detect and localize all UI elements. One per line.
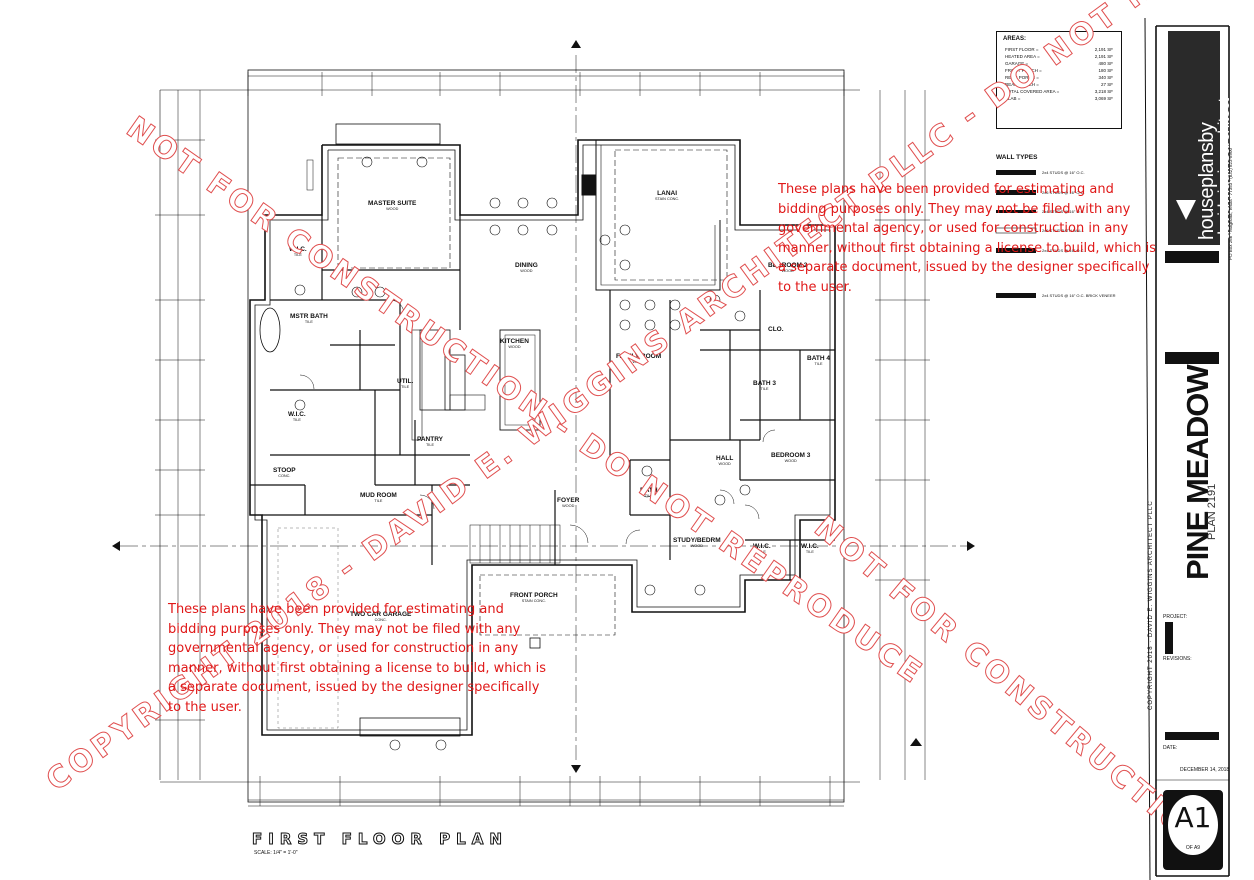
- wall-type-label: 2x6 STUDS @ 16" O.C.: [1042, 190, 1085, 195]
- wall-types-title: WALL TYPES: [996, 154, 1038, 161]
- revisions-label: REVISIONS:: [1163, 656, 1192, 662]
- date-label: DATE:: [1163, 745, 1178, 751]
- sheet-number: A1: [1174, 801, 1212, 834]
- areas-title: AREAS:: [1003, 36, 1027, 42]
- license-note-lower: These plans have been provided for estim…: [168, 602, 547, 715]
- room-label: W.I.C.TILE: [288, 411, 306, 422]
- plan-number: PLAN 2191: [1206, 483, 1218, 540]
- title-bar: [1165, 352, 1219, 364]
- license-note-upper: These plans have been provided for estim…: [778, 182, 1157, 295]
- room-label: UTIL.TILE: [397, 378, 414, 389]
- areas-row: REAR PORCH =27 SF: [1005, 82, 1113, 87]
- sheet-number-badge: A1 OF A9: [1163, 790, 1223, 870]
- wall-type-label: 2x4 STUDS @ 16" O.C.: [1042, 170, 1085, 175]
- areas-row: REAR PORCH =340 SF: [1005, 75, 1113, 80]
- title-bar: [1165, 251, 1219, 263]
- wall-type-label: 2x4 STUDS @ 16" O.C.: [1042, 248, 1085, 253]
- room-label: W.I.C.TILE: [289, 246, 307, 257]
- sheet-number-circle: [1168, 795, 1218, 855]
- wall-type-label: 2x4 STUDS @ 16" O.C.: [1042, 209, 1085, 214]
- copyright-line: COPYRIGHT 2018 · DAVID E. WIGGINS ARCHIT…: [1148, 500, 1154, 710]
- project-name: PINE MEADOW: [1180, 365, 1215, 580]
- room-label: W.I.C.TILE: [801, 543, 819, 554]
- wall-types-legend: WALL TYPES: [996, 154, 1096, 167]
- areas-row: FRONT PORCH =180 SF: [1005, 68, 1113, 73]
- areas-row: HEATED AREA =2,191 SF: [1005, 54, 1113, 59]
- drawing-scale: SCALE: 1/4" = 1'-0": [254, 850, 298, 856]
- sheet-of: OF A9: [1185, 845, 1201, 851]
- project-field: [1165, 622, 1173, 654]
- drawing-title: FIRST FLOOR PLAN: [252, 830, 508, 849]
- project-label: PROJECT:: [1163, 614, 1188, 620]
- areas-row: TOTAL COVERED AREA =3,218 SF: [1005, 89, 1113, 94]
- areas-row: GARAGE =480 SF: [1005, 61, 1113, 66]
- areas-table: AREAS: FIRST FLOOR =2,191 SF HEATED AREA…: [996, 31, 1122, 129]
- room-label: CLO.: [768, 326, 784, 333]
- areas-row: SLAB =3,069 SF: [1005, 96, 1113, 101]
- date-value: DECEMBER 14, 2018: [1180, 767, 1230, 773]
- wall-type-label: 2x4 STUDS @ 16" O.C. BRICK VENEER: [1042, 293, 1116, 298]
- wall-type-label: 2x6 STUD BATH WALL: [1042, 228, 1084, 233]
- firm-logo-mark: [1176, 200, 1196, 220]
- date-field: [1165, 732, 1219, 740]
- room-label: W.I.C.TILE: [753, 543, 771, 554]
- firm-address: PO Box 266 · Magnolia, Texas · 77353 · (…: [1228, 148, 1233, 260]
- areas-row: FIRST FLOOR =2,191 SF: [1005, 47, 1113, 52]
